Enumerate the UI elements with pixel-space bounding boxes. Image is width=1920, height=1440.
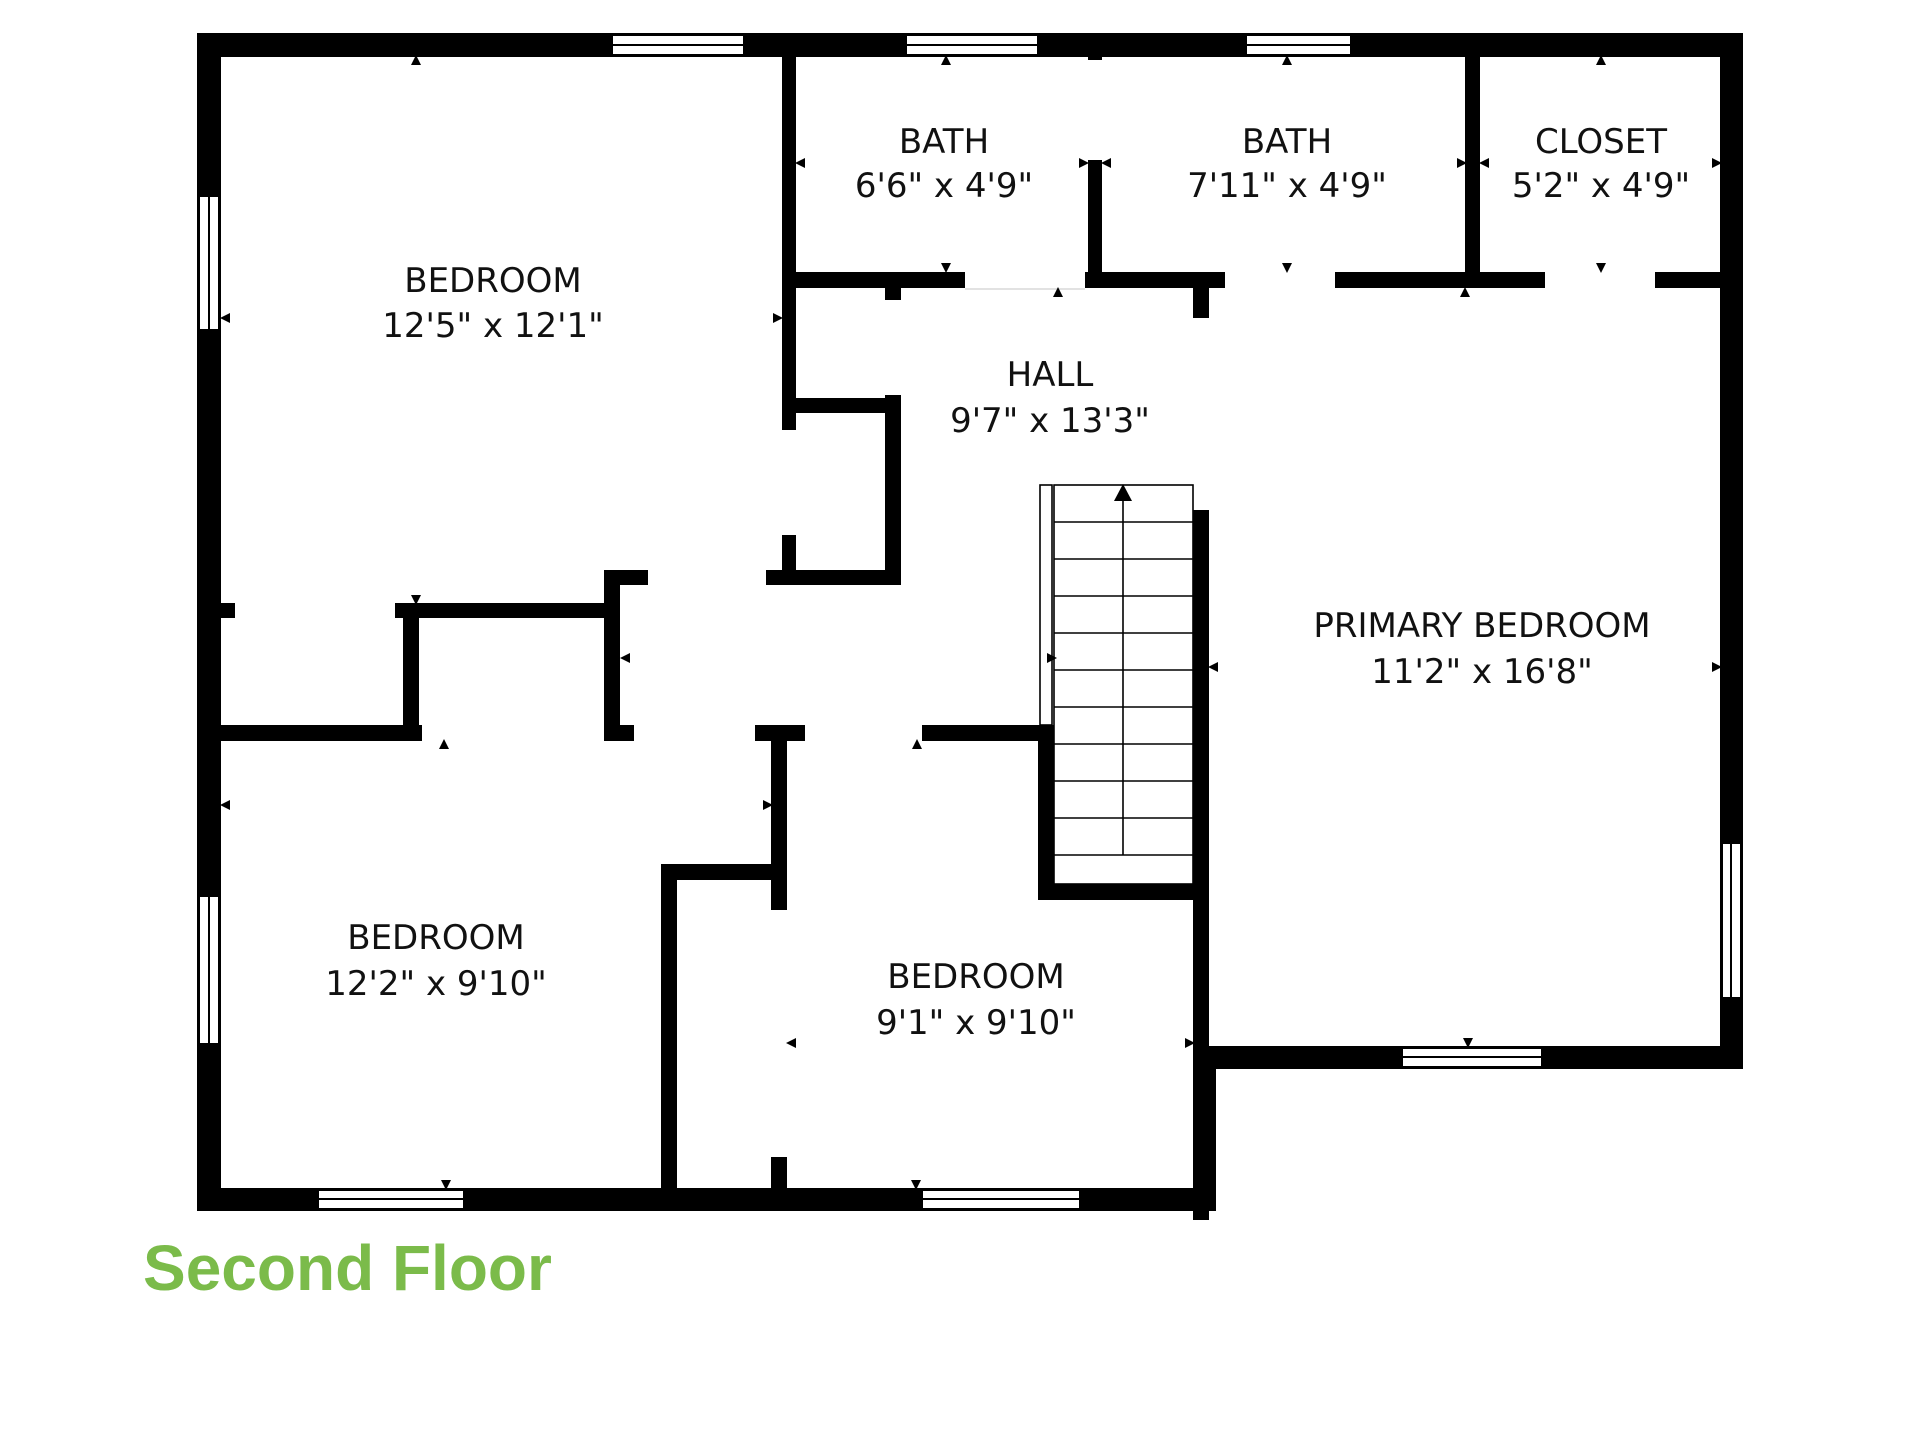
wall-linen-bottom xyxy=(766,570,901,585)
room-name-bedroom-nw: BEDROOM xyxy=(404,261,581,301)
door-closet-sw xyxy=(771,910,787,1157)
door-primary xyxy=(1193,318,1209,436)
dimension-tick xyxy=(620,653,630,663)
door-bedroom-sw-1 xyxy=(422,725,604,741)
windows xyxy=(198,34,1742,1210)
door-bedroom-nw xyxy=(782,430,796,535)
staircase xyxy=(1039,484,1194,885)
dimension-tick xyxy=(1479,158,1489,168)
dimension-tick xyxy=(1185,1038,1195,1048)
door-closet-middle xyxy=(648,570,766,585)
room-name-bedroom-sw: BEDROOM xyxy=(347,918,524,958)
room-name-bedroom-s: BEDROOM xyxy=(887,957,1064,997)
wall-stair-west xyxy=(1038,725,1054,900)
wall-bedroom-s-west-2 xyxy=(771,1157,787,1211)
wall-hall-east-2 xyxy=(1193,510,1209,1220)
wall-bedroom-s-north xyxy=(922,725,1052,741)
dimension-tick xyxy=(773,313,783,323)
dimension-tick xyxy=(912,739,922,749)
room-name-bath-2: BATH xyxy=(1242,122,1332,162)
room-dims-primary-bedroom: 11'2" x 16'8" xyxy=(1371,652,1593,692)
dimension-tick xyxy=(795,158,805,168)
wall-linen-top xyxy=(796,398,901,413)
wall-bath-row-south-2 xyxy=(1085,272,1225,288)
wall-closet-sw-top xyxy=(661,864,787,880)
room-name-bath-1: BATH xyxy=(899,122,989,162)
room-dims-hall: 9'7" x 13'3" xyxy=(950,401,1150,441)
dimension-tick xyxy=(911,1180,921,1190)
wall-bedroom-sw-north xyxy=(197,725,422,741)
dimension-ticks xyxy=(220,55,1722,1190)
dimension-tick xyxy=(1208,662,1218,672)
wall-bath-row-south xyxy=(782,272,972,288)
dimension-tick xyxy=(1282,263,1292,273)
stair-rail xyxy=(1039,484,1053,726)
floor-title: Second Floor xyxy=(143,1232,552,1304)
wall-closet-row-mid-left xyxy=(197,603,235,618)
wall-closet-sw-west xyxy=(661,864,677,1211)
wall-east-upper xyxy=(1720,33,1743,1069)
room-dims-bath-1: 6'6" x 4'9" xyxy=(855,166,1033,206)
room-dims-bedroom-sw: 12'2" x 9'10" xyxy=(325,964,547,1004)
door-closet xyxy=(1545,272,1655,288)
room-dims-closet: 5'2" x 4'9" xyxy=(1512,166,1690,206)
dimension-tick xyxy=(220,313,230,323)
dimension-tick xyxy=(1282,55,1292,65)
wall-closet-small-divider xyxy=(403,603,419,740)
dimension-tick xyxy=(1101,158,1111,168)
wall-stair-bottom xyxy=(1038,884,1209,900)
room-dims-bedroom-nw: 12'5" x 12'1" xyxy=(382,306,604,346)
room-name-primary-bedroom: PRIMARY BEDROOM xyxy=(1313,606,1650,646)
door-closet-west xyxy=(235,603,395,618)
room-labels: BEDROOM 12'5" x 12'1" BATH 6'6" x 4'9" B… xyxy=(325,122,1690,1043)
dimension-tick xyxy=(786,1038,796,1048)
dimension-tick xyxy=(441,1180,451,1190)
door-bath1 xyxy=(965,272,1085,288)
dimension-tick xyxy=(1460,287,1470,297)
dimension-tick xyxy=(941,263,951,273)
dimension-tick xyxy=(1047,653,1057,663)
wall-bedroom-sw-north-2 xyxy=(604,725,634,741)
door-linen xyxy=(885,300,901,395)
dimension-tick xyxy=(1079,158,1089,168)
dimension-tick xyxy=(411,55,421,65)
wall-closet-divider xyxy=(1465,33,1480,288)
wall-closet-row-mid xyxy=(395,603,620,618)
room-dims-bedroom-s: 9'1" x 9'10" xyxy=(876,1003,1076,1043)
door-bedroom-s xyxy=(805,725,922,741)
dimension-tick xyxy=(1457,158,1467,168)
dimension-tick xyxy=(763,800,773,810)
dimension-tick xyxy=(1596,263,1606,273)
dimension-tick xyxy=(220,800,230,810)
stair-up-arrow xyxy=(1114,484,1132,501)
wall-closet-row-west xyxy=(604,570,620,740)
dimension-tick xyxy=(1596,55,1606,65)
door-bath2 xyxy=(1225,272,1335,288)
dimension-tick xyxy=(1712,158,1722,168)
dimension-tick xyxy=(1463,1038,1473,1048)
room-name-hall: HALL xyxy=(1007,355,1094,395)
wall-bath-row-south-3 xyxy=(1335,272,1743,288)
wall-bedroom-s-west xyxy=(771,725,787,910)
openings xyxy=(235,60,1655,1157)
room-dims-bath-2: 7'11" x 4'9" xyxy=(1187,166,1387,206)
door-bath-between xyxy=(1088,60,1102,160)
dimension-tick xyxy=(1053,287,1063,297)
dimension-tick xyxy=(411,595,421,605)
dimension-tick xyxy=(941,55,951,65)
dimension-tick xyxy=(439,739,449,749)
room-name-closet: CLOSET xyxy=(1535,122,1667,162)
dimension-tick xyxy=(1712,662,1722,672)
door-bedroom-sw-2 xyxy=(634,725,755,741)
